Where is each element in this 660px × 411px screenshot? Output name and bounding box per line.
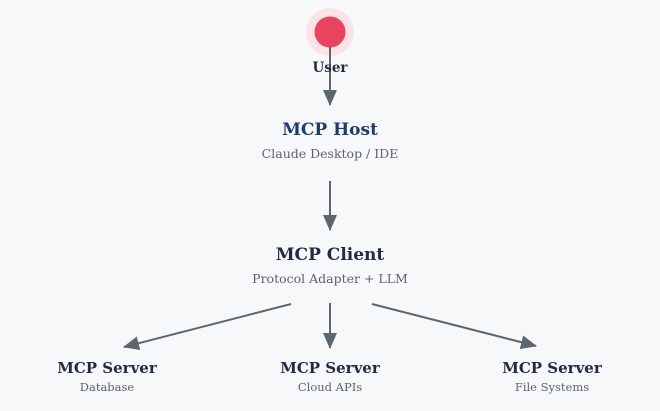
mcp-server-files-title: MCP Server	[502, 359, 602, 377]
mcp-client-title: MCP Client	[275, 245, 385, 265]
mcp-server-files-subtitle: File Systems	[514, 380, 590, 394]
arrow-client-to-server-database	[123, 303, 292, 351]
user-node-label: User	[312, 60, 348, 76]
mcp-server-database-subtitle: Database	[79, 380, 135, 394]
mcp-server-cloud-subtitle: Cloud APIs	[297, 380, 363, 394]
mcp-server-database-title: MCP Server	[57, 359, 157, 377]
mcp-host-title: MCP Host	[282, 120, 378, 140]
mcp-host-subtitle: Claude Desktop / IDE	[261, 146, 399, 161]
arrow-client-to-server-files	[371, 303, 537, 350]
user-avatar-icon	[314, 16, 346, 48]
mcp-server-cloud-title: MCP Server	[280, 359, 380, 377]
mcp-client-subtitle: Protocol Adapter + LLM	[252, 271, 408, 286]
